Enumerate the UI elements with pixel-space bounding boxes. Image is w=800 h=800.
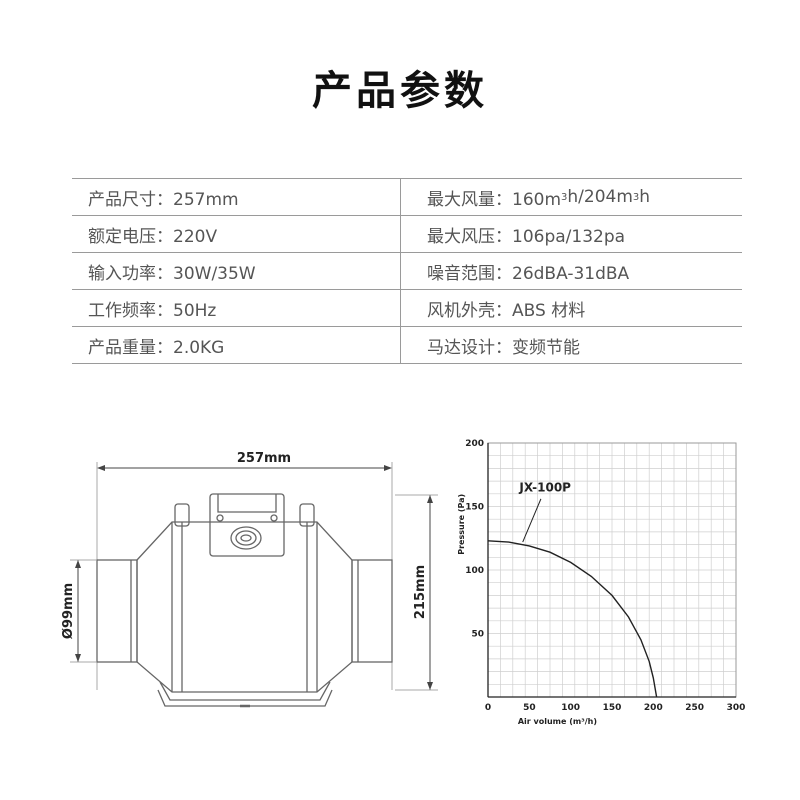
arrow-up-icon xyxy=(427,495,433,503)
diameter-dimension-label: Ø99mm xyxy=(61,583,76,639)
height-dimension-label: 215mm xyxy=(413,565,428,619)
spec-frequency: 工作频率：50Hz xyxy=(72,290,401,326)
spec-voltage: 额定电压：220V xyxy=(72,216,401,252)
y-tick-label: 50 xyxy=(471,630,484,640)
spec-motor: 马达设计：变频节能 xyxy=(427,337,580,358)
spec-housing: 风机外壳：ABS 材料 xyxy=(427,300,586,321)
chart-ticks: 0 50 100 150 200 250 300 50 100 150 200 xyxy=(465,439,745,713)
spec-row: 额定电压：220V 最大风压：106pa/132pa xyxy=(72,216,742,253)
x-tick-label: 300 xyxy=(727,703,746,713)
x-tick-label: 100 xyxy=(561,703,580,713)
arrow-right-icon xyxy=(384,465,392,471)
arrow-down-icon xyxy=(427,682,433,690)
series-line-jx-100p xyxy=(487,540,658,698)
fan-dimension-drawing: 257mm Ø99mm 215mm xyxy=(61,451,438,708)
spec-weight: 产品重量：2.0KG xyxy=(72,327,401,363)
x-tick-label: 250 xyxy=(685,703,704,713)
y-tick-label: 200 xyxy=(465,439,484,449)
chart-grid xyxy=(487,442,737,698)
x-tick-label: 200 xyxy=(644,703,663,713)
arrow-down-icon xyxy=(75,654,81,662)
x-tick-label: 0 xyxy=(485,703,491,713)
spec-max-airflow-end: h xyxy=(639,187,651,207)
series-label-leader xyxy=(522,498,542,543)
y-tick-label: 100 xyxy=(465,566,484,576)
unit-superscript: 3 xyxy=(632,191,640,203)
arrow-up-icon xyxy=(75,560,81,568)
spec-noise: 噪音范围：26dBA-31dBA xyxy=(427,263,630,284)
unit-superscript: 3 xyxy=(561,191,568,203)
page-title: 产品参数 xyxy=(312,68,488,114)
spec-row: 输入功率：30W/35W 噪音范围：26dBA-31dBA xyxy=(72,253,742,290)
spec-row: 产品重量：2.0KG 马达设计：变频节能 xyxy=(72,327,742,364)
x-axis-label: Air volume (m³/h) xyxy=(518,717,597,726)
spec-max-pressure: 最大风压：106pa/132pa xyxy=(427,226,626,247)
spec-max-airflow-mid: h/204m xyxy=(567,187,633,207)
x-tick-label: 150 xyxy=(603,703,622,713)
spec-size: 产品尺寸：257mm xyxy=(72,179,401,215)
x-tick-label: 50 xyxy=(523,703,536,713)
y-tick-label: 150 xyxy=(465,503,484,513)
arrow-left-icon xyxy=(97,465,105,471)
performance-chart: 0 50 100 150 200 250 300 50 100 150 200 JX-100P Ai… xyxy=(457,439,745,726)
width-dimension-label: 257mm xyxy=(237,451,291,466)
spec-max-airflow-prefix: 最大风量：160m xyxy=(427,189,562,210)
series-label: JX-100P xyxy=(518,480,571,494)
spec-power: 输入功率：30W/35W xyxy=(72,253,401,289)
y-axis-label: Pressure (Pa) xyxy=(457,494,466,555)
spec-row: 工作频率：50Hz 风机外壳：ABS 材料 xyxy=(72,290,742,327)
